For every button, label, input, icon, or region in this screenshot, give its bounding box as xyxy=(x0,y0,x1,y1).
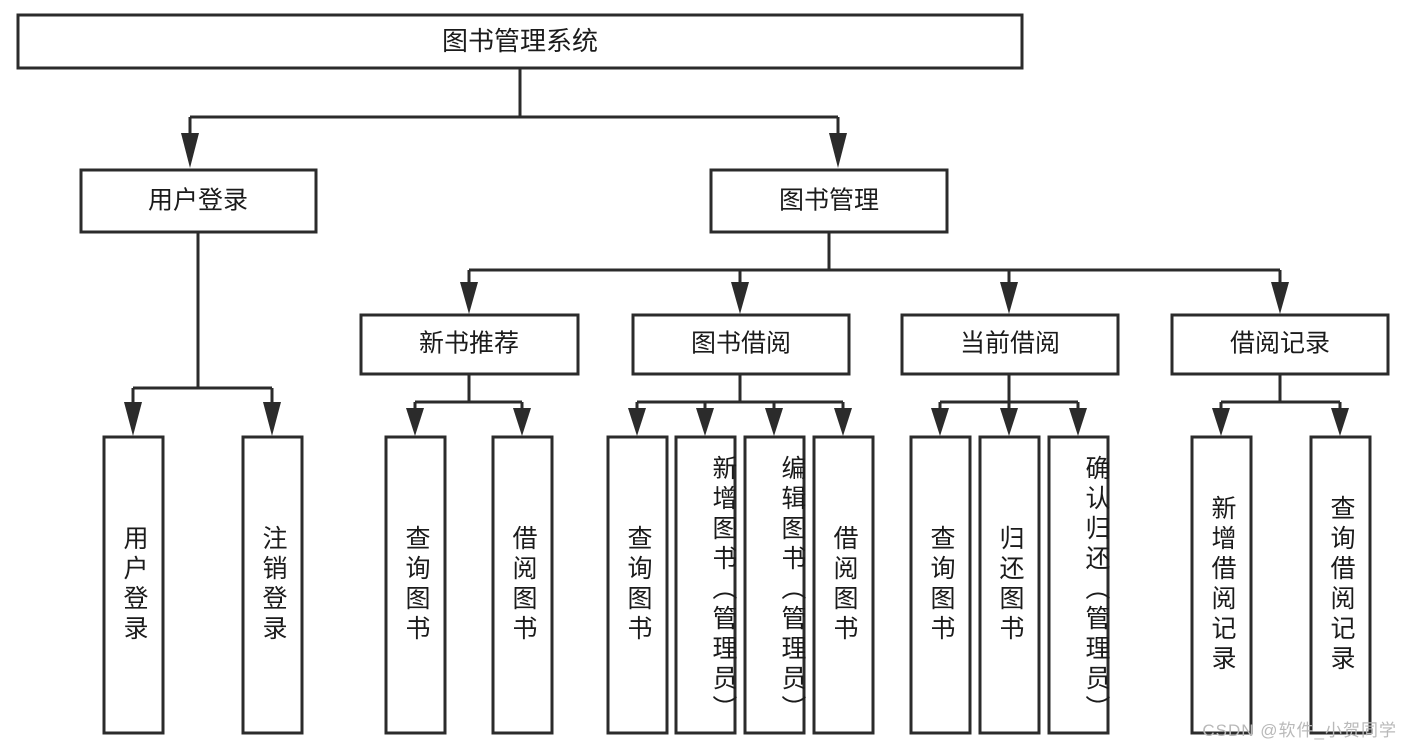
node-book-borrow[interactable]: 图书借阅 xyxy=(631,313,851,376)
connector-currentborrow-to-leaves xyxy=(931,374,1087,436)
node-user-login-label: 用户登录 xyxy=(148,187,248,215)
leaf-box-add-book-admin[interactable] xyxy=(674,435,737,735)
leaf-box-return-book[interactable] xyxy=(978,435,1041,735)
node-borrow-record-label: 借阅记录 xyxy=(1230,330,1330,358)
watermark-text: CSDN @软件_小贺同学 xyxy=(1202,721,1397,740)
leaf-box-borrow-book-rec[interactable] xyxy=(491,435,554,735)
node-new-book-recommend-label: 新书推荐 xyxy=(419,330,519,358)
node-user-login[interactable]: 用户登录 xyxy=(79,168,318,234)
leaf-box-user-login[interactable] xyxy=(102,435,165,735)
leaf-box-add-borrow-record[interactable] xyxy=(1190,435,1253,735)
connector-borrowrecord-to-leaves xyxy=(1212,374,1349,436)
leaf-box-borrow-book-brw[interactable] xyxy=(812,435,875,735)
connector-bookborrow-to-leaves xyxy=(628,374,852,436)
node-borrow-record[interactable]: 借阅记录 xyxy=(1170,313,1390,376)
connector-root-to-level2 xyxy=(181,68,847,168)
node-current-borrow[interactable]: 当前借阅 xyxy=(900,313,1120,376)
leaf-box-confirm-return[interactable] xyxy=(1047,435,1110,735)
node-book-management-label: 图书管理 xyxy=(779,187,879,215)
node-current-borrow-label: 当前借阅 xyxy=(960,330,1060,358)
leaf-box-query-borrow-rec[interactable] xyxy=(1309,435,1372,735)
connector-userlogin-to-leaves xyxy=(124,232,281,436)
leaf-boxes xyxy=(102,435,1372,735)
leaf-box-edit-book-admin[interactable] xyxy=(743,435,806,735)
leaf-box-query-book-rec[interactable] xyxy=(384,435,447,735)
connector-bookmgmt-to-level3 xyxy=(460,232,1289,314)
node-new-book-recommend[interactable]: 新书推荐 xyxy=(359,313,580,376)
connector-newbook-to-leaves xyxy=(406,374,531,436)
leaf-box-query-book-brw[interactable] xyxy=(606,435,669,735)
node-root-book-management-system[interactable]: 图书管理系统 xyxy=(16,13,1024,70)
node-root-label: 图书管理系统 xyxy=(442,26,598,56)
leaf-box-query-book-cur[interactable] xyxy=(909,435,972,735)
leaf-box-logout-login[interactable] xyxy=(241,435,304,735)
node-book-management[interactable]: 图书管理 xyxy=(709,168,949,234)
node-book-borrow-label: 图书借阅 xyxy=(691,330,791,358)
